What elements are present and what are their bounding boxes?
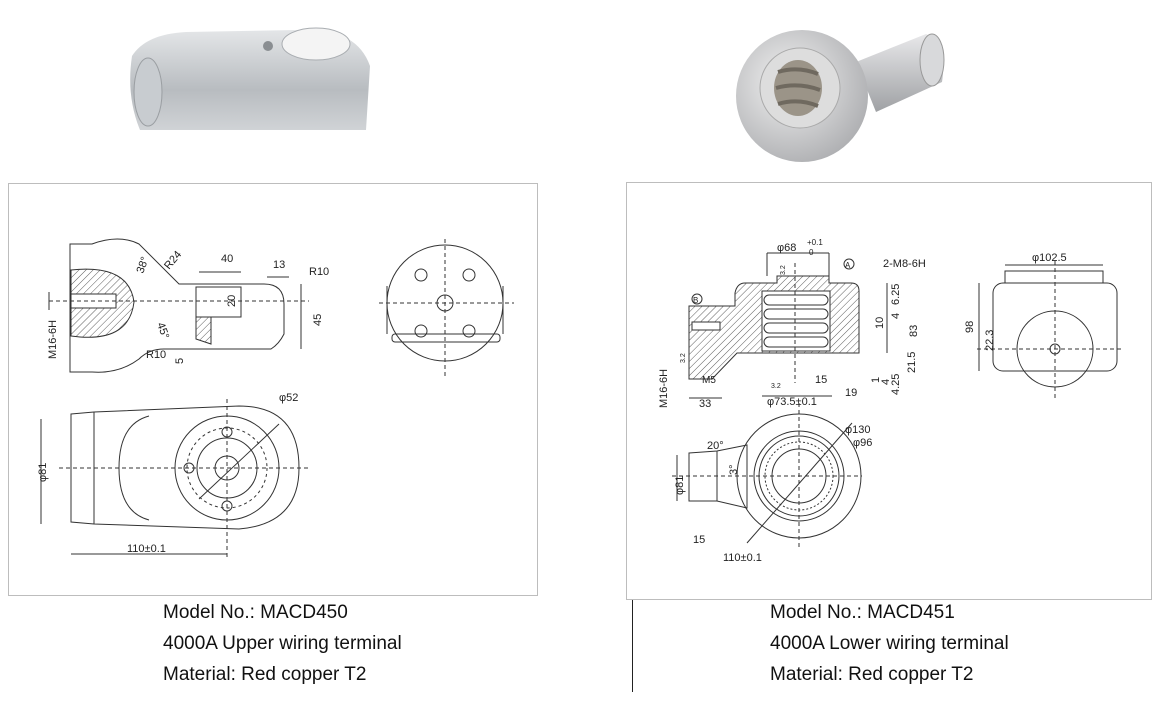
dim-19: 19 xyxy=(845,387,857,399)
dim-angle20: 20° xyxy=(707,440,724,452)
drawing-macd451: φ68 +0.1 0 A 2-M8-6H B 6.25 4 10 83 21.5… xyxy=(626,182,1152,600)
dim-15-bottom: 15 xyxy=(693,534,705,546)
dim-22-3: 22.3 xyxy=(984,330,996,351)
dim-15-top: 15 xyxy=(815,374,827,386)
product-photo-macd450 xyxy=(130,27,370,130)
dim-10: 10 xyxy=(874,317,886,329)
dim-r10-top: R10 xyxy=(309,266,329,278)
dim-dia52: φ52 xyxy=(279,392,298,404)
thread-m8: 2-M8-6H xyxy=(883,258,926,270)
thread-m16: M16-6H xyxy=(47,320,59,359)
technical-drawing-macd451: φ68 +0.1 0 A 2-M8-6H B 6.25 4 10 83 21.5… xyxy=(658,238,1122,564)
dim-110: 110±0.1 xyxy=(723,552,762,564)
thread-m5: M5 xyxy=(702,375,716,386)
dim-13: 13 xyxy=(273,259,285,271)
thread-m16: M16-6H xyxy=(658,369,670,408)
product-material: Material: Red copper T2 xyxy=(163,664,367,685)
dim-45: 45 xyxy=(312,314,324,326)
dim-1: 1 xyxy=(870,377,882,383)
dim-98: 98 xyxy=(964,321,976,333)
dim-angle45: 45° xyxy=(154,321,171,341)
roughness-3: 3.2 xyxy=(771,383,781,390)
dim-33: 33 xyxy=(699,398,711,410)
product-material: Material: Red copper T2 xyxy=(770,664,974,685)
caption-macd450: Model No.: MACD450 4000A Upper wiring te… xyxy=(163,597,402,690)
dim-dia68-tol-low: 0 xyxy=(809,248,814,257)
dim-20: 20 xyxy=(226,295,238,307)
drawing-macd450: R24 38° 40 13 R10 20 45 M16-6H 45° R10 5… xyxy=(8,183,538,596)
dim-dia68-tol-up: +0.1 xyxy=(807,238,823,247)
dim-83: 83 xyxy=(908,325,920,337)
dim-dia96: φ96 xyxy=(853,437,872,449)
dim-dia102-5: φ102.5 xyxy=(1032,252,1067,264)
roughness-2: 3.2 xyxy=(680,353,687,363)
divider xyxy=(632,600,633,692)
product-description: 4000A Lower wiring terminal xyxy=(770,633,1009,654)
dim-r24: R24 xyxy=(162,249,184,272)
dim-dia81: φ81 xyxy=(674,476,686,495)
dim-40: 40 xyxy=(221,253,233,265)
dim-4-25: 4.25 xyxy=(890,374,902,395)
dim-r10-bottom: R10 xyxy=(146,349,166,361)
roughness-1: 3.2 xyxy=(780,265,787,275)
dim-dia130: φ130 xyxy=(845,424,871,436)
dim-dia81: φ81 xyxy=(37,463,49,482)
dim-dia68: φ68 xyxy=(777,242,796,254)
datum-b: B xyxy=(693,296,698,305)
product-description: 4000A Upper wiring terminal xyxy=(163,633,402,654)
dim-angle3: 3° xyxy=(728,464,740,475)
dim-4-top: 4 xyxy=(890,313,902,319)
caption-macd451: Model No.: MACD451 4000A Lower wiring te… xyxy=(770,597,1009,690)
dim-dia73-5: φ73.5±0.1 xyxy=(767,396,817,408)
technical-drawing-macd450: R24 38° 40 13 R10 20 45 M16-6H 45° R10 5… xyxy=(37,238,514,559)
dim-110: 110±0.1 xyxy=(127,543,166,555)
product-photo-macd451 xyxy=(736,30,945,162)
datum-a: A xyxy=(845,261,851,270)
dim-5: 5 xyxy=(174,358,186,364)
model-number: Model No.: MACD451 xyxy=(770,602,955,623)
model-number: Model No.: MACD450 xyxy=(163,602,348,623)
dim-6-25: 6.25 xyxy=(890,284,902,305)
dim-angle38: 38° xyxy=(135,255,152,275)
dim-21-5: 21.5 xyxy=(906,352,918,373)
dim-4-bottom: 4 xyxy=(880,379,892,385)
